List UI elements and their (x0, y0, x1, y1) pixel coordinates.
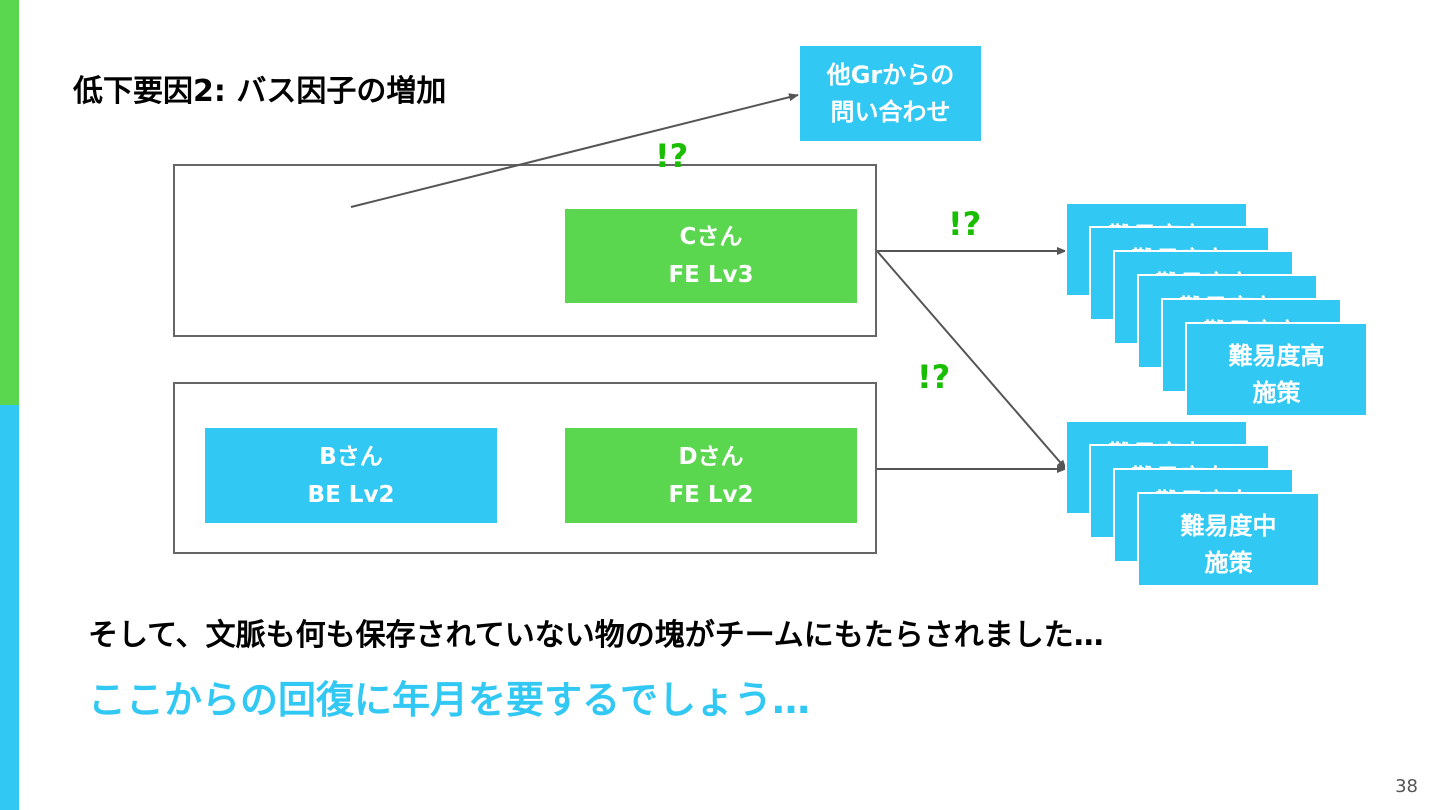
person-d-name: Dさん (678, 443, 744, 470)
surprise-mark-3: !? (917, 358, 951, 396)
person-c-role: FE Lv3 (668, 262, 754, 288)
card-mid-4: 難易度中 施策 (1137, 492, 1320, 587)
surprise-mark-2: !? (948, 205, 982, 243)
person-b: Bさん BE Lv2 (205, 428, 497, 523)
slide-title: 低下要因2: バス因子の増加 (73, 74, 447, 109)
card-high-6-line2: 施策 (1252, 379, 1301, 407)
message-line-1: そして、文脈も何も保存されていない物の塊がチームにもたらされました… (88, 618, 1104, 653)
person-b-role: BE Lv2 (307, 481, 395, 508)
card-mid-4-line1: 難易度中 (1180, 512, 1277, 540)
inquiry-box: 他Grからの 問い合わせ (800, 46, 981, 141)
page-number: 38 (1395, 776, 1418, 797)
person-d: Dさん FE Lv2 (565, 428, 857, 523)
person-c: Cさん FE Lv3 (565, 209, 857, 303)
person-c-name: Cさん (679, 224, 743, 250)
surprise-mark-1: !? (655, 137, 689, 175)
card-high-6-line1: 難易度高 (1228, 342, 1325, 370)
card-mid-4-line2: 施策 (1204, 549, 1253, 577)
inquiry-line1: 他Grからの (826, 60, 955, 89)
accent-bar-blue (0, 405, 19, 810)
accent-bar-green (0, 0, 19, 405)
person-b-name: Bさん (319, 443, 383, 470)
person-d-role: FE Lv2 (668, 481, 754, 508)
message-line-2: ここからの回復に年月を要するでしょう… (88, 678, 811, 722)
inquiry-line2: 問い合わせ (830, 97, 951, 126)
card-high-6: 難易度高 施策 (1185, 322, 1368, 417)
arrow-c-to-mid (876, 250, 1067, 470)
